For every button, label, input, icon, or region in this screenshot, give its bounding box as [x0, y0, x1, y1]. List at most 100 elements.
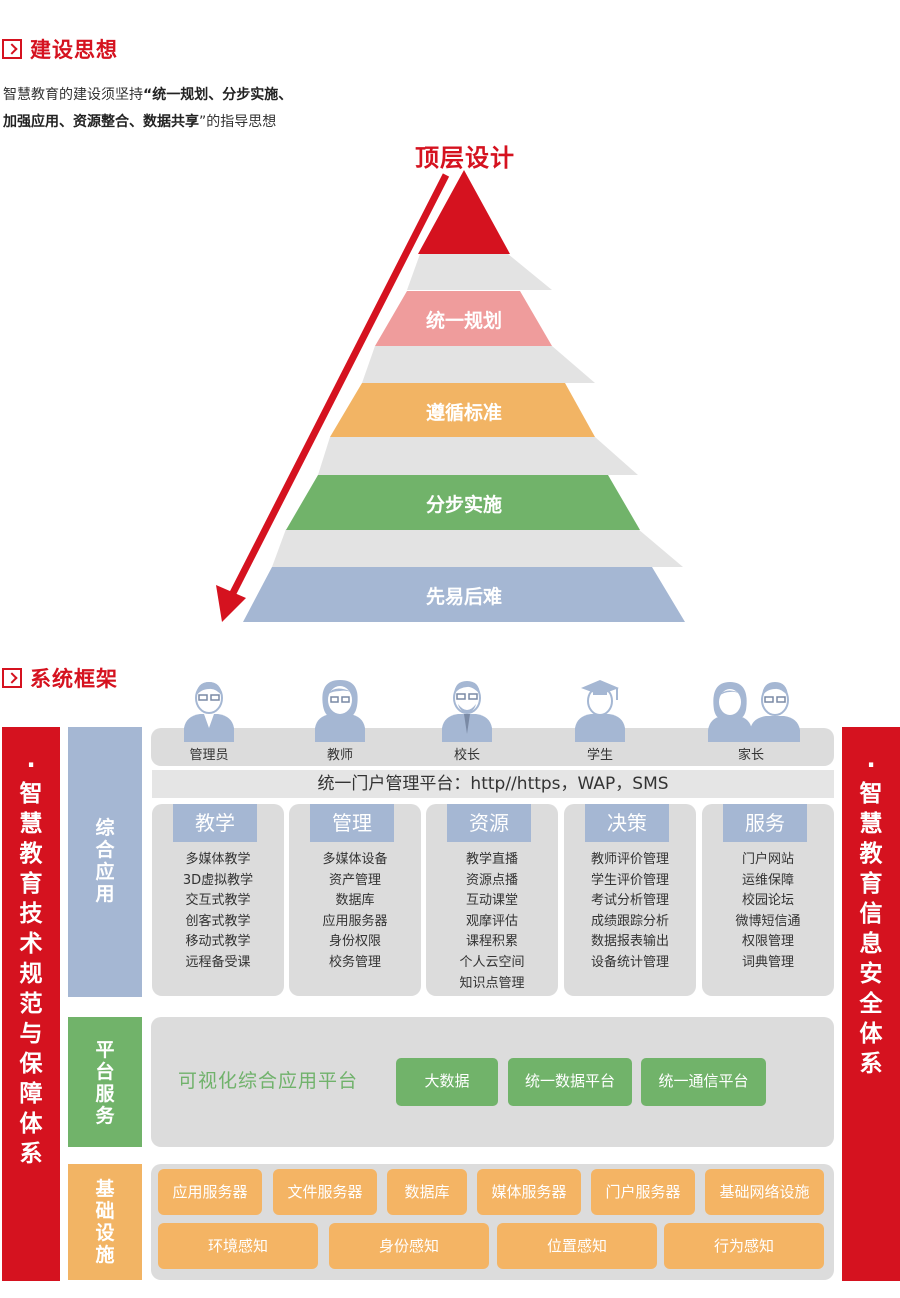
parents-avatar-icon	[708, 682, 800, 742]
principal-avatar-icon	[442, 681, 492, 742]
left-standards-bar: · 智慧教育技术规范与保障体系	[2, 727, 60, 1281]
module-item: 教学直播	[465, 852, 518, 867]
infra-item: 应用服务器	[158, 1169, 262, 1215]
module-item: 成绩跟踪分析	[590, 913, 669, 929]
pyramid-level-1	[375, 291, 552, 346]
infra-sense-item: 环境感知	[158, 1223, 318, 1269]
tier-application: 综合应用	[68, 727, 142, 997]
bullet-dot: ·	[26, 751, 36, 779]
role-teacher: 教师	[295, 676, 385, 763]
module-title: 管理	[310, 804, 394, 842]
module-item: 知识点管理	[459, 975, 525, 991]
pyramid-level-2-label: 遵循标准	[425, 402, 502, 424]
top-down-arrow-line	[229, 173, 450, 595]
intro-bold: “统一规划、分步实施、加强应用、资源整合、数据共享	[3, 87, 293, 130]
pyramid-level-3	[286, 475, 640, 530]
pyramid-diagram	[216, 170, 685, 622]
left-bar-text: 智慧教育技术规范与保障体系	[19, 781, 43, 1167]
module-items: 教学直播 资源点播 互动课堂 观摩评估 课程积累 个人云空间 知识点管理	[426, 850, 558, 994]
module-card-resources: 资源 教学直播 资源点播 互动课堂 观摩评估 课程积累 个人云空间 知识点管理	[426, 804, 558, 996]
student-graduate-icon	[575, 680, 625, 742]
infra-item: 数据库	[387, 1169, 467, 1215]
pyramid-level-4	[243, 567, 685, 622]
module-card-teaching: 教学 多媒体教学 3D虚拟教学 交互式教学 创客式教学 移动式教学 远程备受课	[152, 804, 284, 996]
platform-item-comm-platform: 统一通信平台	[641, 1058, 766, 1106]
role-label: 家长	[737, 748, 764, 763]
role-principal: 校长	[422, 676, 512, 763]
role-student: 学生	[555, 676, 645, 763]
intro-text: 智慧教育的建设须坚持“统一规划、分步实施、加强应用、资源整合、数据共享”的指导思…	[3, 82, 293, 136]
role-label: 教师	[326, 748, 353, 763]
module-item: 应用服务器	[322, 913, 388, 929]
infra-sense-item: 位置感知	[497, 1223, 657, 1269]
role-label: 管理员	[189, 748, 229, 763]
module-item: 互动课堂	[465, 893, 518, 909]
section-title: 建设思想	[30, 38, 118, 62]
module-item: 教师评价管理	[590, 852, 669, 867]
module-title: 教学	[173, 804, 257, 842]
infra-item: 文件服务器	[273, 1169, 377, 1215]
tier-application-label: 综合应用	[95, 817, 115, 905]
pyramid-level-4-label: 先易后难	[425, 586, 502, 608]
role-admin: 管理员	[164, 676, 254, 763]
module-item: 多媒体教学	[185, 852, 251, 867]
module-item: 微博短信通	[735, 913, 801, 929]
module-item: 创客式教学	[185, 913, 251, 929]
module-item: 移动式教学	[185, 934, 251, 950]
module-item: 个人云空间	[459, 954, 525, 970]
pyramid-connector-1	[407, 254, 552, 290]
module-item: 课程积累	[465, 934, 518, 950]
tier-platform-label: 平台服务	[95, 1039, 115, 1127]
tier-infrastructure: 基础设施	[68, 1164, 142, 1280]
module-items: 多媒体设备 资产管理 数据库 应用服务器 身份权限 校务管理	[289, 850, 421, 974]
module-item: 校务管理	[328, 954, 381, 970]
platform-title: 可视化综合应用平台	[178, 1070, 359, 1092]
module-title: 服务	[723, 804, 807, 842]
pyramid-level-2	[330, 383, 595, 437]
module-item: 观摩评估	[465, 913, 518, 929]
chevron-right-icon	[2, 668, 22, 688]
platform-item-data-platform: 统一数据平台	[508, 1058, 632, 1106]
infra-item: 基础网络设施	[705, 1169, 824, 1215]
module-title: 资源	[447, 804, 531, 842]
pyramid-connector-2	[362, 346, 595, 383]
module-item: 数据库	[335, 893, 375, 909]
module-items: 多媒体教学 3D虚拟教学 交互式教学 创客式教学 移动式教学 远程备受课	[152, 850, 284, 974]
module-item: 多媒体设备	[322, 852, 388, 867]
infra-sense-item: 身份感知	[329, 1223, 489, 1269]
role-parents: 家长	[706, 676, 804, 763]
intro-tail: ”的指导思想	[199, 114, 277, 130]
chevron-right-icon	[2, 39, 22, 59]
module-item: 门户网站	[741, 852, 794, 867]
top-down-arrow-head	[216, 585, 246, 622]
module-item: 资产管理	[328, 872, 381, 888]
tier-platform: 平台服务	[68, 1017, 142, 1147]
module-item: 数据报表输出	[590, 934, 669, 950]
role-label: 校长	[453, 748, 480, 763]
admin-avatar-icon	[184, 682, 234, 742]
section-header-framework: 系统框架	[2, 663, 118, 693]
module-item: 词典管理	[741, 954, 794, 970]
module-item: 3D虚拟教学	[182, 872, 254, 888]
module-card-management: 管理 多媒体设备 资产管理 数据库 应用服务器 身份权限 校务管理	[289, 804, 421, 996]
module-card-services: 服务 门户网站 运维保障 校园论坛 微博短信通 权限管理 词典管理	[702, 804, 834, 996]
teacher-avatar-icon	[315, 680, 365, 742]
module-item: 远程备受课	[185, 954, 251, 970]
right-bar-text: 智慧教育信息安全体系	[859, 781, 883, 1077]
module-item: 权限管理	[741, 934, 794, 950]
module-title: 决策	[585, 804, 669, 842]
section-title: 系统框架	[30, 667, 118, 691]
role-label: 学生	[586, 748, 613, 763]
module-card-decision: 决策 教师评价管理 学生评价管理 考试分析管理 成绩跟踪分析 数据报表输出 设备…	[564, 804, 696, 996]
intro-lead: 智慧教育的建设须坚持	[3, 87, 143, 103]
right-security-bar: · 智慧教育信息安全体系	[842, 727, 900, 1281]
unified-portal-bar: 统一门户管理平台：http//https，WAP，SMS	[152, 770, 834, 798]
pyramid-level-3-label: 分步实施	[425, 494, 502, 516]
section-header-concept: 建设思想	[2, 34, 118, 64]
module-item: 资源点播	[465, 872, 518, 888]
pyramid-connector-3	[318, 437, 638, 475]
module-item: 设备统计管理	[590, 954, 669, 970]
tier-infrastructure-label: 基础设施	[95, 1178, 115, 1266]
module-item: 运维保障	[741, 872, 794, 888]
infra-item: 媒体服务器	[477, 1169, 581, 1215]
